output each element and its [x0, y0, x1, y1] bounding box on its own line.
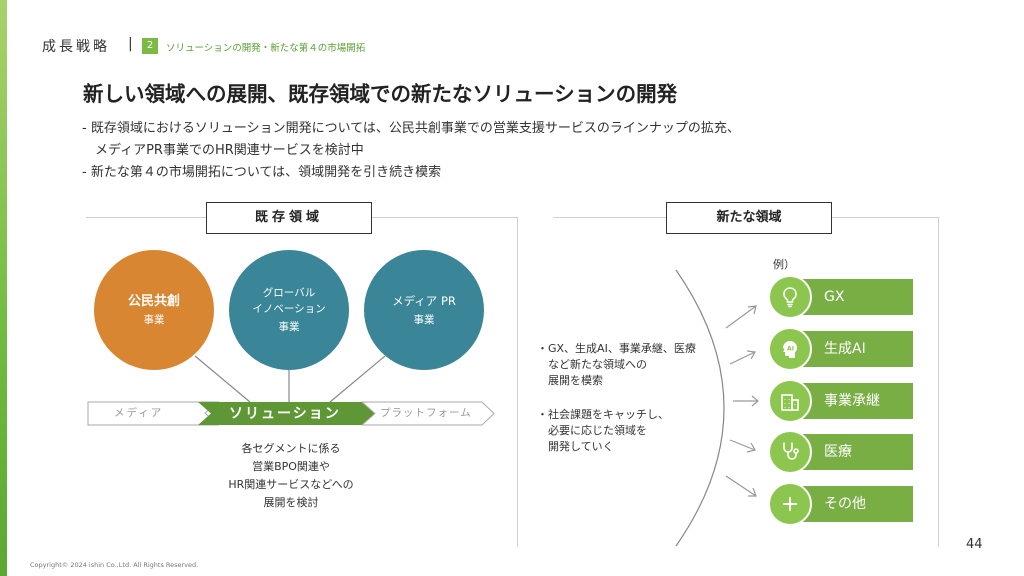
frame-line-right-vertical: [938, 217, 939, 547]
copyright-footer: Copyright© 2024 ishin Co.,Ltd. All Right…: [30, 561, 199, 569]
flow-label-media: メディア: [114, 407, 164, 419]
building-icon: [768, 379, 812, 423]
page-number: 44: [966, 537, 983, 552]
category-label: 医療: [824, 444, 852, 460]
note-line: 展開を模索: [537, 374, 603, 387]
note-line: 必要に応じた領域を: [537, 424, 647, 437]
circle-title: メディア PR: [392, 293, 456, 308]
flow-right-segment: [360, 401, 495, 426]
category-label: 生成AI: [824, 341, 866, 357]
segment-circle-media-pr: メディア PR 事業: [364, 250, 484, 370]
category-label: その他: [824, 496, 866, 512]
page-title: 新しい領域への展開、既存領域での新たなソリューションの開発: [83, 82, 678, 106]
category-label: GX: [824, 289, 845, 305]
circle-sub: 事業: [413, 313, 435, 326]
new-area-note: ・社会課題をキャッチし、 必要に応じた領域を 開発していく: [537, 407, 669, 455]
category-label: 事業承継: [824, 393, 880, 409]
flow-center-arrow: [198, 402, 376, 425]
new-area-note: ・GX、生成AI、事業承継、医療 など新たな領域への 展開を模索: [537, 341, 696, 389]
ai-head-icon: AI: [768, 327, 812, 371]
note-line: ・GX、生成AI、事業承継、医療: [537, 342, 696, 355]
circle-title: 公民共創: [127, 293, 180, 309]
circle-sub: 事業: [143, 313, 165, 326]
stethoscope-icon: [768, 430, 812, 474]
section-badge: 2: [142, 38, 158, 54]
frame-line-left-top: [372, 217, 518, 218]
bullet-line: メディアPR事業でのHR関連サービスを検討中: [82, 143, 364, 158]
example-label: 例）: [773, 258, 795, 271]
segment-circle-public-private: 公民共創 事業: [94, 250, 214, 370]
frame-line-right-vertical: [517, 217, 518, 547]
svg-text:AI: AI: [787, 346, 794, 353]
description-line: 各セグメントに係る: [241, 442, 341, 455]
bullet-line: - 新たな第４の市場開拓については、領域開発を引き続き模索: [82, 165, 442, 180]
segment-circle-global-innovation: グローバル イノベーション 事業: [229, 250, 349, 370]
flow-label-platform: プラットフォーム: [380, 407, 472, 419]
frame-line-right-top: [832, 217, 938, 218]
category-gx: GX: [768, 275, 913, 319]
bracket-arc: [675, 269, 725, 547]
section-label: 成長戦略: [42, 39, 110, 55]
category-business-succession: 事業承継: [768, 379, 913, 423]
header-separator: |: [128, 36, 133, 52]
note-line: など新たな領域への: [537, 358, 647, 371]
subsection-label: ソリューションの開発・新たな第４の市場開拓: [166, 43, 366, 54]
category-medical: 医療: [768, 430, 913, 474]
existing-area-header: 既存領域: [206, 202, 372, 234]
existing-description: 各セグメントに係る 営業BPO関連や HR関連サービスなどへの 展開を検討: [196, 440, 386, 512]
description-line: HR関連サービスなどへの: [228, 478, 354, 491]
plus-icon: [768, 482, 812, 526]
note-line: ・社会課題をキャッチし、: [537, 408, 669, 421]
circle-title: イノベーション: [252, 303, 326, 315]
category-other: その他: [768, 482, 913, 526]
left-accent-bar: [0, 0, 7, 576]
bullet-list: - 既存領域におけるソリューション開発については、公民共創事業での営業支援サービ…: [82, 118, 740, 184]
description-line: 営業BPO関連や: [252, 460, 330, 473]
category-generative-ai: AI 生成AI: [768, 327, 913, 371]
description-line: 展開を検討: [263, 496, 319, 509]
flow-label-solution: ソリューション: [229, 406, 341, 422]
bullet-line: - 既存領域におけるソリューション開発については、公民共創事業での営業支援サービ…: [82, 121, 740, 136]
lightbulb-icon: [768, 275, 812, 319]
circle-sub: 事業: [278, 321, 300, 333]
note-line: 開発していく: [537, 440, 614, 453]
circle-title: グローバル: [262, 287, 316, 299]
frame-line-left-top: [86, 217, 206, 218]
new-area-header: 新たな領域: [666, 202, 832, 234]
frame-line-right-top: [553, 217, 666, 218]
